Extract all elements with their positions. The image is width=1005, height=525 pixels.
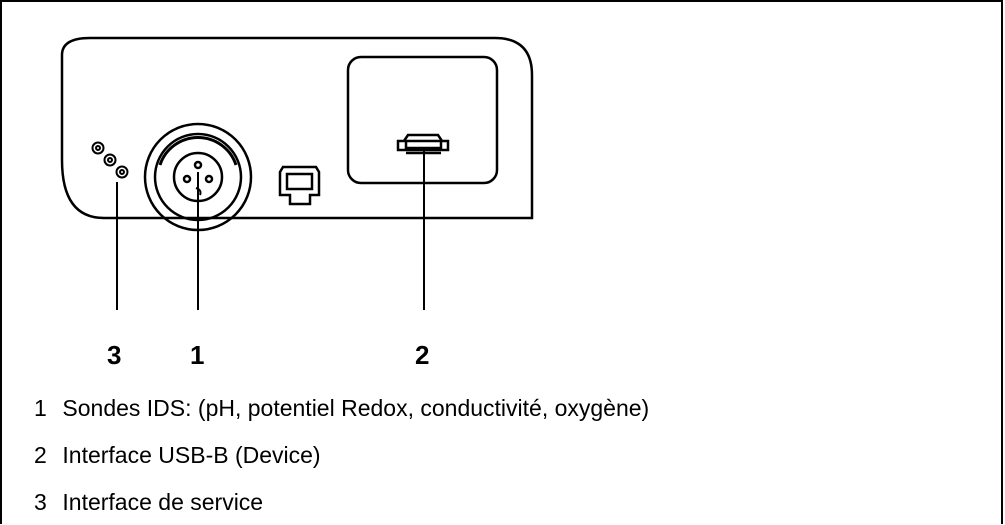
legend-item-2: 2 Interface USB-B (Device) bbox=[34, 442, 321, 469]
legend-text: Interface USB-B (Device) bbox=[62, 442, 321, 468]
legend-number: 1 bbox=[34, 395, 47, 421]
legend-item-3: 3 Interface de service bbox=[34, 489, 263, 516]
legend-text: Sondes IDS: (pH, potentiel Redox, conduc… bbox=[62, 395, 650, 421]
device-connector-diagram bbox=[60, 36, 534, 310]
legend-number: 3 bbox=[34, 489, 47, 515]
legend-number: 2 bbox=[34, 442, 47, 468]
service-interface-icon bbox=[91, 141, 129, 179]
device-panel-outline bbox=[60, 36, 534, 220]
callout-2: 2 bbox=[415, 340, 430, 370]
callout-1: 1 bbox=[190, 340, 205, 370]
callout-3: 3 bbox=[107, 340, 122, 370]
legend-item-1: 1 Sondes IDS: (pH, potentiel Redox, cond… bbox=[34, 395, 649, 422]
small-port-icon bbox=[278, 165, 321, 206]
usb-compartment-outline bbox=[346, 55, 499, 185]
legend-text: Interface de service bbox=[62, 489, 264, 515]
